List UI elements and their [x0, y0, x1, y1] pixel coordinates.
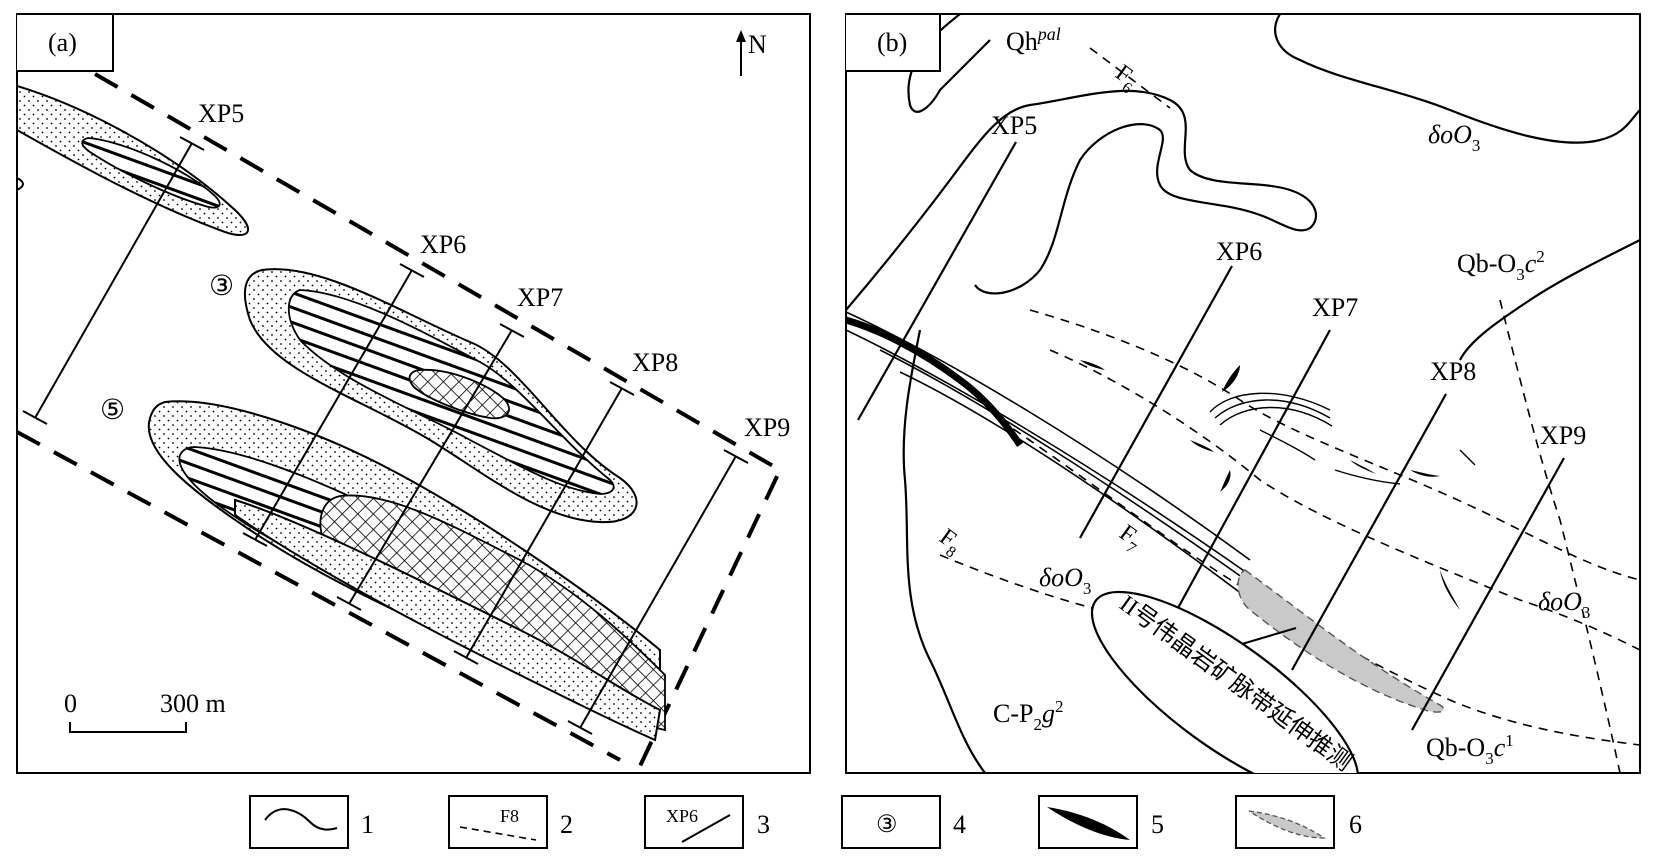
panel-b-tag-box [846, 13, 941, 72]
legend-num-4: 4 [953, 810, 966, 839]
ellipse-leader [1241, 627, 1297, 645]
label-qbo3c2: Qb-O3c2 [1457, 247, 1545, 284]
profile-label-b-xp6: XP6 [1216, 237, 1262, 266]
legend-sample-3: XP6 [666, 806, 698, 826]
legend-num-6: 6 [1349, 810, 1362, 839]
profile-lines-a [22, 136, 749, 735]
profile-label-b-xp8: XP8 [1430, 357, 1476, 386]
vein-tail-5 [234, 498, 662, 742]
contact-line-icon [264, 808, 338, 831]
legend-item-5: 5 [1038, 795, 1164, 849]
vein-zone-boundary-upper [93, 72, 783, 767]
legend-item-1: 1 [249, 795, 374, 849]
inferred-vein-icon [1248, 810, 1327, 839]
profile-label-a-xp6: XP6 [420, 230, 466, 259]
legend-item-2: F8 2 [448, 795, 573, 849]
main-pegmatite-vein [846, 316, 1023, 447]
label-do3-right: δοO3 [1538, 587, 1590, 622]
label-f6: F6 [1108, 60, 1144, 98]
legend-num-5: 5 [1151, 810, 1164, 839]
label-qh: Qhpal [1006, 24, 1061, 56]
legend-num-2: 2 [560, 810, 573, 839]
legend-sample-4: ③ [876, 812, 898, 838]
profile-label-b-xp5: XP5 [991, 111, 1037, 140]
vein-core-xp5 [81, 137, 221, 209]
inferred-zone-ellipse [1090, 590, 1360, 773]
profile-label-a-xp5: XP5 [198, 99, 244, 128]
legend: 1 F8 2 XP6 3 ③ 4 5 6 [249, 795, 1362, 849]
profile-label-b-xp7: XP7 [1312, 293, 1358, 322]
scale-length: 300 m [160, 689, 226, 718]
legend-num-3: 3 [757, 810, 770, 839]
profile-label-b-xp9: XP9 [1540, 421, 1586, 450]
profile-label-a-xp9: XP9 [744, 413, 790, 442]
north-label: N [748, 30, 767, 59]
label-do3-top: δοO3 [1428, 120, 1480, 155]
fault-line-icon [459, 826, 537, 841]
inferred-vein-extension [1237, 569, 1445, 713]
panel-a-tag: (a) [48, 28, 77, 57]
legend-sample-2: F8 [500, 806, 519, 826]
panel-a-tag-box [17, 13, 114, 72]
vein-band-lines [846, 311, 1261, 601]
pegmatite-vein-icon [1047, 807, 1130, 840]
panel-b: (b) Qhpal F6 F7 F8 δοO3 δοO3 δοO3 Qb-O3c… [845, 13, 1641, 776]
scale-zero: 0 [64, 689, 77, 718]
body-label-3: ③ [209, 271, 234, 302]
vein-swarm [1209, 392, 1476, 485]
north-arrowhead-icon [736, 30, 746, 42]
legend-item-6: 6 [1235, 795, 1362, 849]
profile-label-a-xp7: XP7 [517, 283, 563, 312]
edge-contact [17, 177, 24, 191]
label-cp2g2: C-P2g2 [993, 697, 1063, 734]
small-vein-lenses [1080, 360, 1460, 610]
legend-item-3: XP6 3 [644, 795, 770, 849]
profile-lines-b [857, 141, 1565, 731]
body-label-5: ⑤ [100, 395, 125, 426]
legend-num-1: 1 [361, 810, 374, 839]
label-do3-mid: δοO3 [1039, 563, 1091, 598]
panel-b-tag: (b) [877, 28, 907, 57]
vein-zone-boundary-lower [17, 430, 621, 762]
profile-line-icon [681, 814, 731, 843]
profile-label-a-xp8: XP8 [632, 348, 678, 377]
panel-a: (a) N XP5 XP6 XP7 XP8 XP9 ③ ⑤ 0 300 m [16, 13, 811, 774]
scale-bar [69, 722, 187, 733]
label-qbo3c1: Qb-O3c1 [1426, 731, 1514, 768]
legend-item-4: ③ 4 [841, 795, 966, 849]
